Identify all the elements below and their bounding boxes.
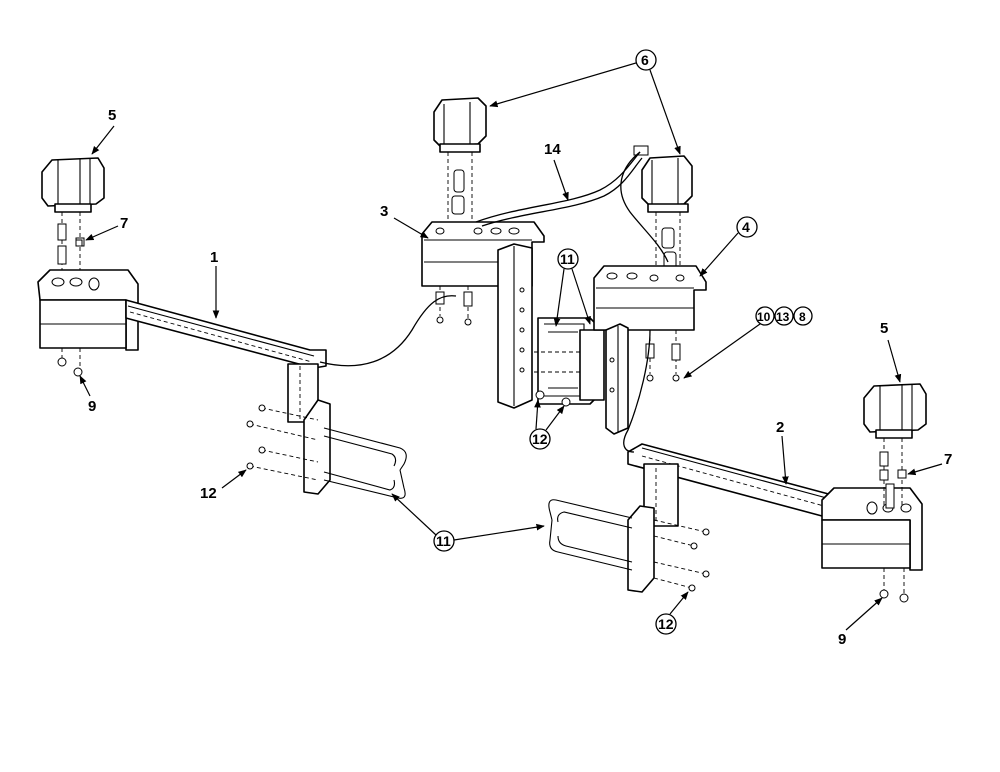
label-part-5-right: 5 [880, 320, 888, 337]
wiring [319, 151, 669, 453]
bracket-center-left [421, 97, 545, 409]
label-part-10: 10 [757, 310, 771, 324]
callouts: 1 2 3 4 5 5 6 7 7 9 9 10 [79, 49, 952, 648]
label-part-8: 8 [799, 310, 806, 324]
label-part-2: 2 [776, 419, 784, 436]
label-part-13: 13 [776, 310, 790, 324]
label-part-12-center: 12 [532, 431, 548, 447]
label-part-12-lower: 12 [658, 616, 674, 632]
label-part-1: 1 [210, 249, 218, 266]
lamp-left [41, 157, 105, 280]
label-part-9-right: 9 [838, 631, 846, 648]
label-part-5-left: 5 [108, 107, 116, 124]
bar-left [37, 239, 407, 499]
label-part-11-lower: 11 [436, 533, 451, 549]
label-part-7-right: 7 [944, 451, 952, 468]
label-part-3: 3 [380, 203, 388, 220]
lamp-right [863, 383, 927, 509]
label-part-14: 14 [544, 141, 561, 158]
label-part-6: 6 [641, 52, 649, 68]
label-part-12-left: 12 [200, 485, 217, 502]
label-part-7-left: 7 [120, 215, 128, 232]
bracket-center-right [593, 145, 707, 435]
label-part-11-center: 11 [560, 251, 575, 267]
bar-right [548, 443, 923, 603]
label-part-4: 4 [742, 219, 750, 235]
u-bolt-center [534, 317, 605, 407]
label-part-9-left: 9 [88, 398, 96, 415]
